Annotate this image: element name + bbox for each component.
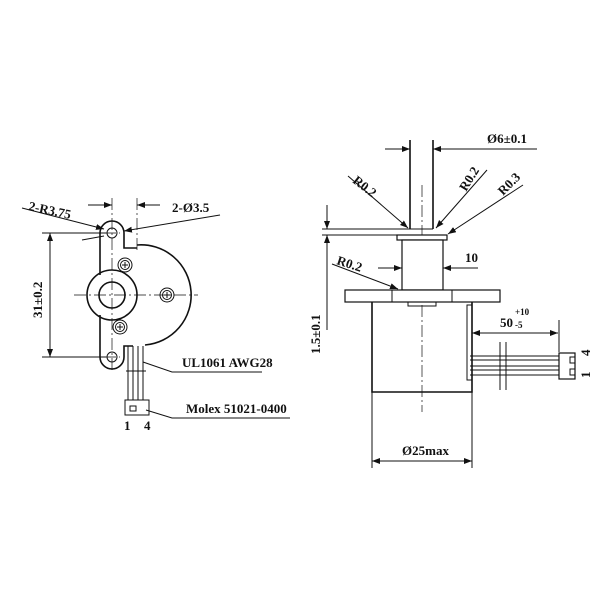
hub-width-label: 10: [465, 250, 478, 265]
shaft-diameter-label: Ø6±0.1: [487, 131, 527, 146]
mounting-flange: [344, 289, 501, 303]
connector-leader: [145, 409, 290, 419]
side-connector: [558, 352, 576, 380]
radius-shaft-right-label: R0.2: [456, 164, 482, 194]
radius-washer-label: R0.3: [495, 169, 524, 198]
wire-leader: [142, 361, 262, 373]
body-diameter-label: Ø25max: [402, 443, 449, 458]
connector-spec-label: Molex 51021-0400: [186, 401, 287, 416]
radius-hub-label: R0.2: [335, 253, 364, 275]
flange-offset-label: 1.5±0.1: [308, 314, 323, 354]
pin-label-1: 1: [124, 418, 131, 433]
motor-body-outline: [136, 244, 192, 346]
mount-hole-radius-label: 2-R3.75: [27, 198, 73, 222]
washer: [396, 234, 448, 241]
shaft: [409, 140, 434, 229]
lead-tol-minus: -5: [515, 320, 523, 330]
centerlines: [74, 198, 198, 370]
wire-exit: [466, 304, 473, 381]
connector: [124, 399, 150, 416]
pin-label-4: 4: [144, 418, 151, 433]
side-pin-label-4: 4: [578, 349, 593, 356]
radius-shaft-left-label: R0.2: [350, 173, 379, 201]
wire-bundle: [127, 346, 144, 400]
screw-icon: [112, 319, 128, 335]
break-marks: [499, 342, 507, 390]
side-wires: [470, 355, 560, 376]
wire-spec-label: UL1061 AWG28: [182, 355, 273, 370]
hole-spacing-label: 31±0.2: [30, 282, 45, 318]
lead-length-label: 50: [500, 315, 513, 330]
side-pin-label-1: 1: [578, 372, 593, 379]
hub: [401, 239, 444, 291]
front-view: 1 4 31±0.2 2-R3.75 2-Ø3.5 UL1061 AWG28 M…: [21, 198, 290, 433]
lead-tol-plus: +10: [515, 307, 530, 317]
screw-icon: [117, 257, 133, 273]
side-view: 4 1 Ø6±0.1 R0.2 R0.2 R0.3 R0.2 10 1.5±0.…: [308, 131, 593, 468]
mount-hole-diameter-label: 2-Ø3.5: [172, 200, 210, 215]
